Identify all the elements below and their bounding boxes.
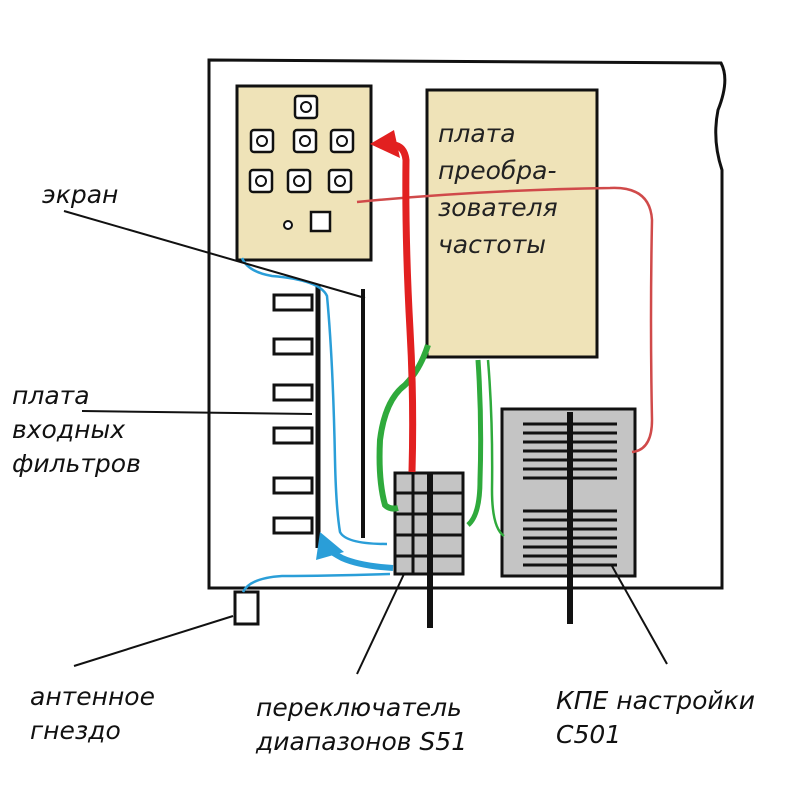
socket-5 [248,168,274,194]
socket-4 [329,128,355,154]
socket-2 [249,128,275,154]
square-pad [309,210,332,233]
small-hole [283,220,293,230]
leader-antenna [73,615,234,667]
input-filter-board-label: плата входных фильтров [12,381,141,478]
tuning-capacitor [500,407,637,624]
converter-board [425,88,599,359]
thin-red-wire [356,186,654,454]
converter-board-label: плата преобра- зователя частоты [438,119,558,259]
green-wire-thin [486,359,505,538]
blue-wire-antenna [241,572,391,593]
blue-wire-thin [240,257,388,546]
socket-3 [292,128,318,154]
band-switch [393,471,465,628]
red-wire-thick [385,141,417,473]
ekran-label: экран [42,180,119,209]
socket-7 [327,168,353,194]
antenna-socket-label: антенное гнездо [30,682,155,745]
red-arrowhead [370,130,400,158]
leader-switch [356,573,405,675]
green-wire-right [466,359,484,527]
socket-6 [286,168,312,194]
band-switch-label: переключатель диапазонов S51 [256,693,468,756]
leader-plata-vhod [81,410,313,415]
tuning-capacitor-label: КПЕ настройки C501 [556,686,756,749]
socket-1 [293,94,319,120]
input-filter-board [272,285,321,548]
leader-ekran [63,210,366,299]
leader-kpe [611,565,668,665]
tube-socket-board [235,84,373,262]
antenna-socket [233,590,260,626]
blue-arrowhead [316,532,344,560]
